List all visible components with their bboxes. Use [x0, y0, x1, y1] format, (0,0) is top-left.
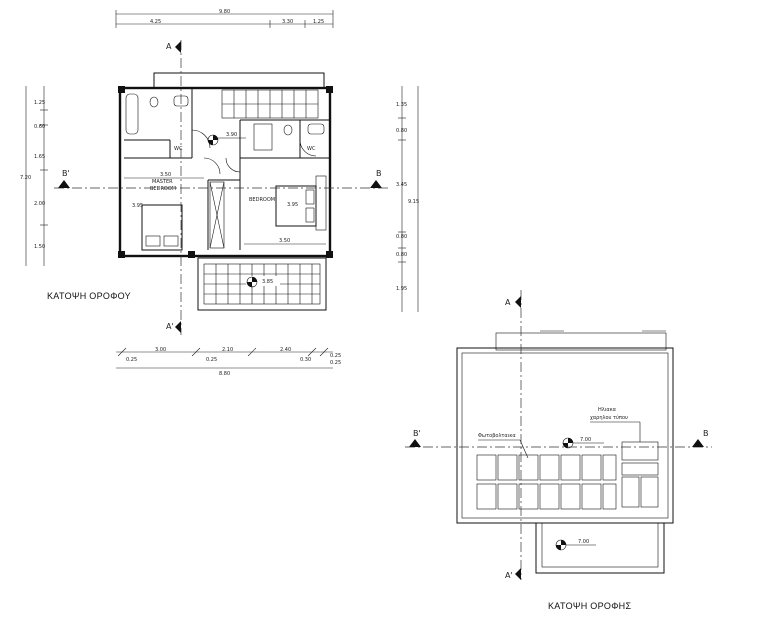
label-wc-left: WC: [174, 146, 183, 152]
solar-panels: [476, 454, 617, 510]
dim-left-4: 2.00: [34, 201, 45, 207]
dim-bottom-1: 3.00: [155, 347, 166, 353]
dim-bottom-6: 0.30: [300, 357, 311, 363]
level-roof-lower: 7.00: [578, 539, 589, 545]
left-dimensions: 1.25 0.60 1.65 7.20 2.00 1.50: [20, 86, 48, 266]
section-label-a-prime: A': [166, 322, 174, 331]
label-bedroom: BEDROOM: [249, 197, 275, 203]
level-roof-main: 7.00: [580, 437, 591, 443]
master-bed-icon: [141, 204, 183, 251]
level-hall: 3.90: [226, 132, 237, 138]
label-solar-heater-1: Ηλιακα: [598, 407, 617, 413]
top-dimensions: 9.80 4.25 3.30 1.25: [115, 9, 334, 28]
section-label-b-prime: B': [62, 169, 70, 178]
dim-top-3: 1.25: [313, 19, 324, 25]
right-dimensions: 1.35 0.80 3.45 9.15 0.80 0.80 1.95: [396, 86, 419, 312]
dim-right-3: 3.45: [396, 182, 407, 188]
roof-section-label-a: A: [505, 298, 511, 307]
first-floor-plan: 9.80 4.25 3.30 1.25 1.25 0.60 1.65 7.20 …: [20, 9, 419, 377]
dim-bottom-8: 0.25: [330, 360, 341, 366]
bathroom-fixtures: [125, 93, 325, 151]
dim-top-total: 9.80: [219, 9, 230, 15]
dim-top-2: 3.30: [282, 19, 293, 25]
dim-bedroom-depth: 3.95: [287, 202, 298, 208]
label-master-1: MASTER: [152, 179, 173, 185]
dim-bottom-3: 2.40: [280, 347, 291, 353]
dim-right-5: 0.80: [396, 252, 407, 258]
level-marker-roof: 7.00: [562, 437, 604, 449]
label-wc-right: WC: [307, 146, 316, 152]
roof-section-label-b-prime: B': [413, 429, 421, 438]
section-a-arrow-icon: [175, 41, 181, 53]
label-solar-pv: Φωτοβολταικα: [478, 433, 516, 439]
level-marker-roof-lower: 7.00: [555, 539, 596, 551]
roof-section-a-bottom-arrow-icon: [515, 568, 521, 580]
doors: [191, 129, 317, 175]
dim-bottom-7: 0.25: [330, 353, 341, 359]
bottom-dimensions: 3.00 2.10 2.40 8.80 0.25 0.25 0.30 0.25 …: [116, 347, 341, 377]
shower-icon: [253, 123, 273, 151]
sink-icon-2: [307, 123, 325, 135]
staircase: [221, 89, 319, 119]
roof-section-a-arrow-icon: [515, 296, 521, 308]
balcony: 3.85: [197, 257, 327, 311]
roof-section-label-a-prime: A': [505, 571, 513, 580]
dim-left-2: 0.60: [34, 124, 45, 130]
section-label-a: A: [166, 42, 172, 51]
dim-left-3: 1.65: [34, 154, 45, 160]
section-axes-first-floor: A A' B' B: [54, 40, 390, 335]
dim-left-5: 1.50: [34, 244, 45, 250]
section-b-right-arrow-icon: [370, 180, 382, 188]
wardrobes: [209, 175, 327, 249]
title-roof: ΚΑΤΟΨΗ ΟΡΟΦΗΣ: [548, 601, 632, 611]
dim-right-1: 1.35: [396, 102, 407, 108]
dim-right-total: 9.15: [408, 199, 419, 205]
section-b-left-arrow-icon: [58, 180, 70, 188]
room-labels: MASTER BEDROOM BEDROOM WC WC 3.50 3.95 3…: [124, 146, 326, 245]
beds: [141, 185, 317, 251]
level-balcony: 3.85: [262, 279, 273, 285]
dim-top-1: 4.25: [150, 19, 161, 25]
label-master-2: BEDROOM: [150, 186, 176, 192]
dim-left-1: 1.25: [34, 100, 45, 106]
walls: [118, 72, 333, 258]
roof-section-b-right-arrow-icon: [692, 439, 704, 447]
toilet-icon: [149, 96, 159, 108]
dim-right-2: 0.80: [396, 128, 407, 134]
bed-icon: [275, 185, 317, 227]
roof-section-label-b: B: [703, 429, 709, 438]
bathtub-icon: [125, 93, 139, 135]
dim-right-6: 1.95: [396, 286, 407, 292]
section-a-bottom-arrow-icon: [175, 321, 181, 333]
solar-heater: [621, 441, 659, 508]
dim-bottom-2: 2.10: [222, 347, 233, 353]
section-label-b: B: [376, 169, 382, 178]
roof-section-b-left-arrow-icon: [409, 439, 421, 447]
toilet-icon-2: [283, 124, 293, 136]
roof-plan: Φωτοβολταικα Ηλιακα χαρηλου τύπου 7.00 7…: [405, 290, 712, 580]
dim-master-width: 3.50: [160, 172, 171, 178]
dim-bottom-5: 0.25: [206, 357, 217, 363]
dim-bottom-total: 8.80: [219, 371, 230, 377]
dim-master-depth: 3.95: [132, 203, 143, 209]
dim-right-4: 0.80: [396, 234, 407, 240]
label-solar-heater-2: χαρηλου τύπου: [590, 414, 628, 421]
dim-bedroom-width: 3.50: [279, 238, 290, 244]
section-axes-roof: A A' B' B: [405, 290, 712, 580]
level-marker-hall: 3.90: [207, 132, 246, 146]
title-first-floor: ΚΑΤΟΨΗ ΟΡΟΦΟΥ: [47, 291, 131, 301]
dim-left-total: 7.20: [20, 175, 31, 181]
dim-bottom-4: 0.25: [126, 357, 137, 363]
